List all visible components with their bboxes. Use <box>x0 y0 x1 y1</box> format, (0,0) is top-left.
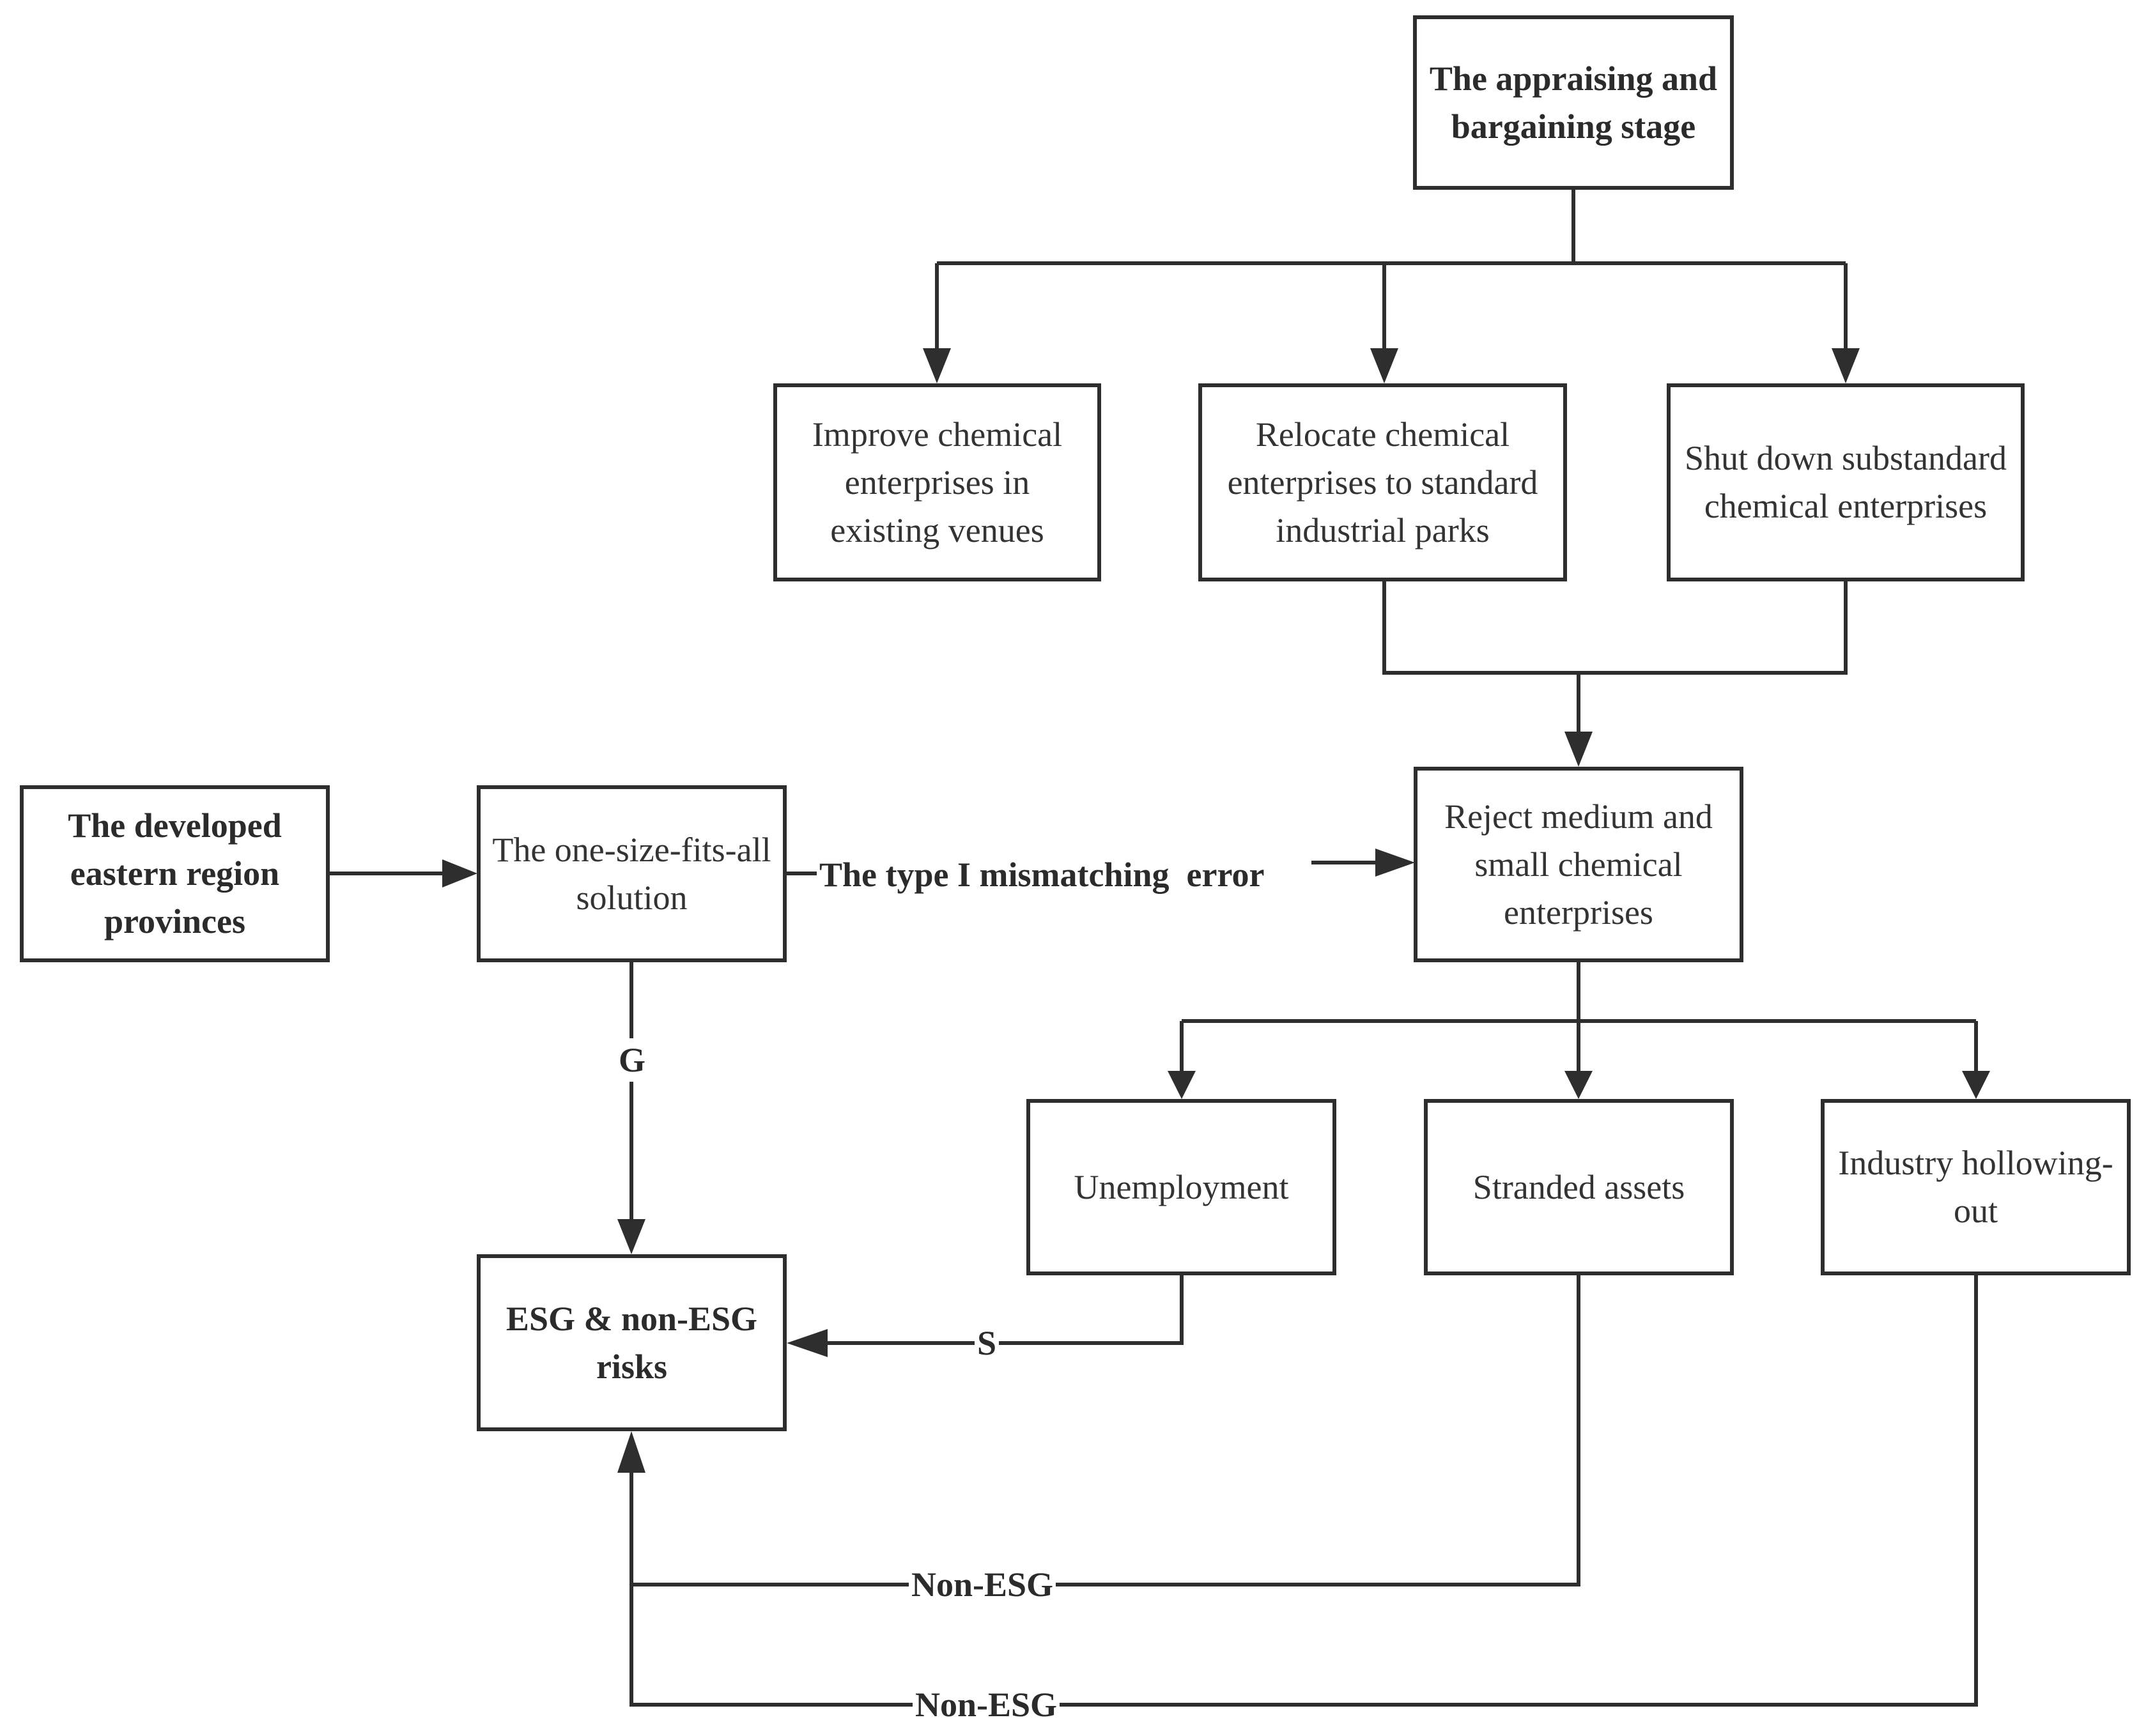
connector-unemployment-to-risks <box>824 1275 1184 1345</box>
arrowhead-reject <box>1564 732 1593 767</box>
connector-merge-to-reject <box>1382 581 1848 675</box>
arrowhead-risks-from-s <box>787 1329 828 1357</box>
edge-label-s: S <box>975 1323 1000 1363</box>
arrowhead-hollowing <box>1962 1071 1990 1099</box>
arrowhead-onesize <box>442 859 477 887</box>
edge-label-non-esg-hollowing: Non-ESG <box>913 1685 1060 1724</box>
arrowhead-relocate <box>1370 348 1398 383</box>
node-reject: Reject medium and small chemical enterpr… <box>1414 767 1743 962</box>
node-stranded: Stranded assets <box>1424 1099 1734 1275</box>
node-appraising-stage: The appraising and bargaining stage <box>1413 15 1734 190</box>
node-hollowing: Industry hollowing-out <box>1821 1099 2131 1275</box>
arrowhead-risks-from-g <box>617 1219 645 1254</box>
arrowhead-improve <box>923 348 951 383</box>
edge-label-g: G <box>616 1040 649 1080</box>
node-unemployment: Unemployment <box>1026 1099 1336 1275</box>
node-developed-east: The developed eastern region provinces <box>20 785 330 962</box>
arrowhead-unemployment <box>1168 1071 1196 1099</box>
node-relocate: Relocate chemical enterprises to standar… <box>1198 383 1567 581</box>
arrowhead-shutdown <box>1832 348 1860 383</box>
node-one-size: The one-size-fits-all solution <box>477 785 787 962</box>
node-esg-risks: ESG & non-ESG risks <box>477 1254 787 1431</box>
arrowhead-stranded <box>1564 1071 1593 1099</box>
node-shutdown: Shut down substandard chemical enterpris… <box>1667 383 2025 581</box>
arrowhead-risks-from-non-esg <box>617 1431 645 1473</box>
edge-label-type-one-error: The type I mismatching error <box>817 855 1267 895</box>
connector-hollowing-to-risks <box>629 1275 1978 1707</box>
edge-label-non-esg-stranded: Non-ESG <box>909 1565 1056 1604</box>
node-improve: Improve chemical enterprises in existing… <box>773 383 1101 581</box>
arrowhead-type-one-error <box>1375 849 1415 877</box>
